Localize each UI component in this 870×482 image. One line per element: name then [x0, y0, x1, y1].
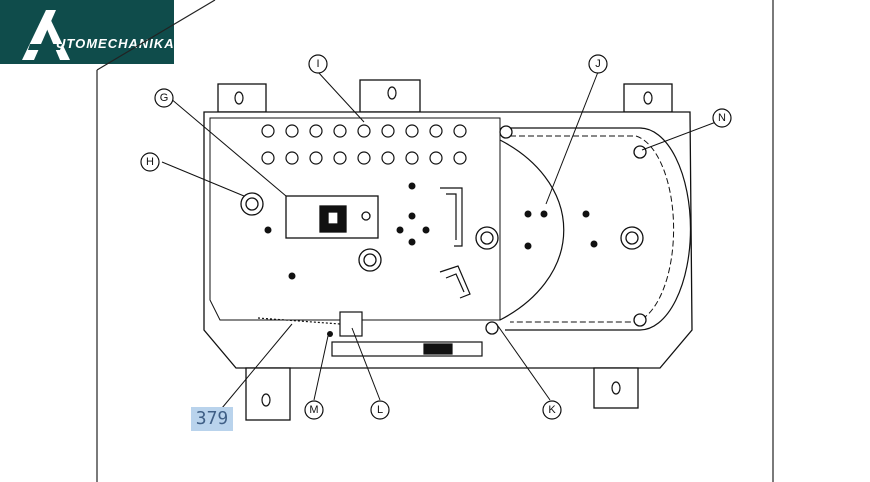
connector [285, 195, 379, 239]
callout-j: J [588, 54, 608, 74]
bosses [240, 125, 647, 335]
logo-text: UTOMECHANIKA [56, 36, 175, 51]
leader-lines [161, 71, 717, 409]
svg-text:G: G [160, 92, 169, 104]
frame [96, 0, 774, 482]
clips [439, 187, 471, 299]
svg-text:L: L [377, 404, 383, 416]
callout-g: G [154, 88, 174, 108]
svg-text:H: H [146, 156, 154, 168]
callout-m: M [304, 400, 324, 420]
automechanika-logo: UTOMECHANIKA [0, 0, 174, 64]
svg-text:M: M [309, 404, 318, 416]
callout-n: N [712, 108, 732, 128]
callout-h: H [140, 152, 160, 172]
svg-text:N: N [718, 112, 726, 124]
cluster-housing [203, 79, 693, 421]
logo-emblem [22, 10, 70, 60]
svg-text:J: J [595, 58, 601, 70]
led-grid [261, 124, 467, 165]
components [264, 182, 598, 337]
part-number-label: 379 [191, 407, 233, 431]
callout-k: K [542, 400, 562, 420]
callout-i: I [308, 54, 328, 74]
svg-text:I: I [316, 58, 319, 70]
svg-text:K: K [548, 404, 556, 416]
bottom-rail [331, 311, 483, 357]
callouts: G H I J N K L M [140, 54, 732, 420]
callout-l: L [370, 400, 390, 420]
mount-holes [234, 86, 653, 407]
harness [257, 317, 341, 325]
